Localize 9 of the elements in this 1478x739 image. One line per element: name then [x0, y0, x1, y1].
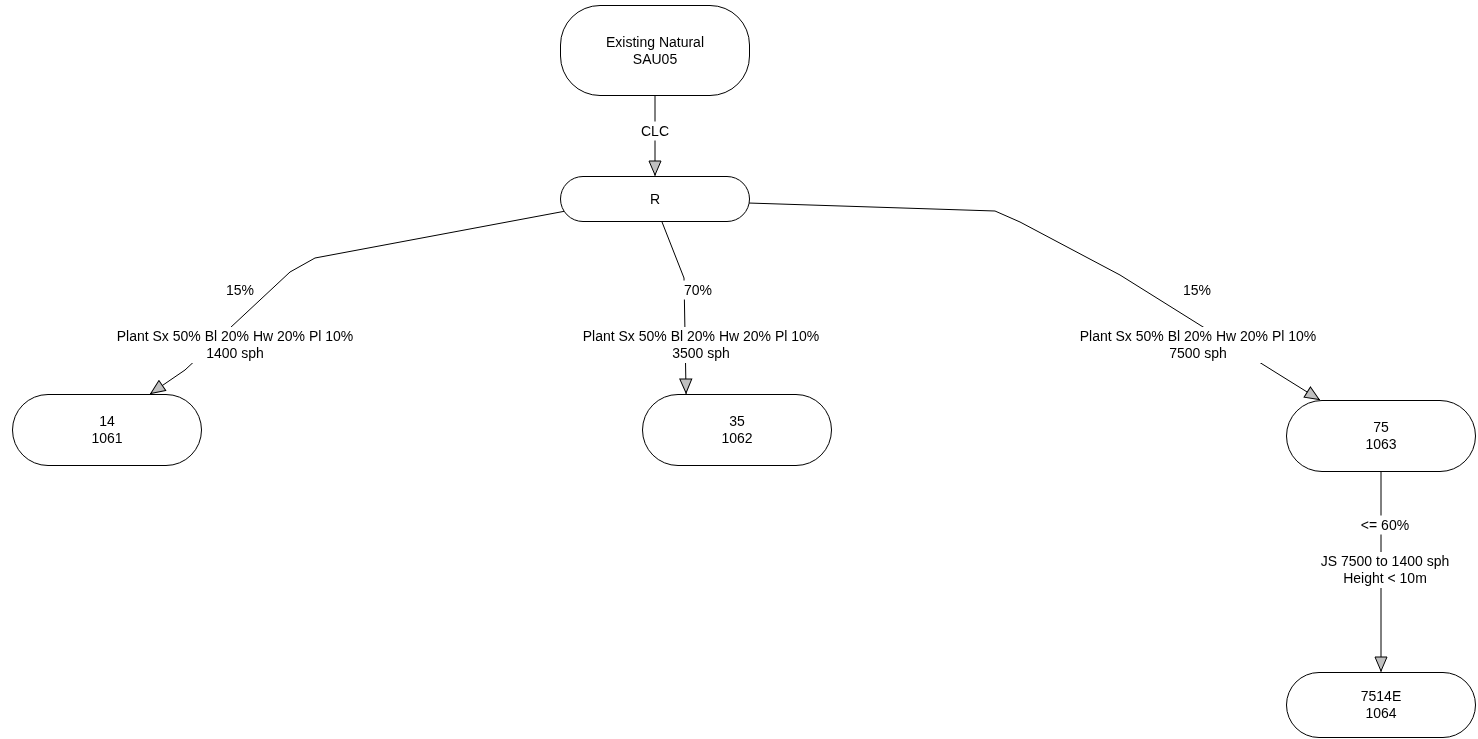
node-text: Existing Natural SAU05 — [605, 33, 705, 68]
node-text: R — [649, 190, 661, 208]
rounded-node — [560, 176, 750, 222]
node-text: 35 1062 — [720, 413, 754, 447]
node-text: 14 1061 — [90, 413, 124, 447]
node-text: 75 1063 — [1364, 419, 1398, 453]
edge-label: 70% — [681, 280, 715, 300]
edge-label: CLC — [638, 121, 672, 141]
node-text: 7514E 1064 — [1359, 688, 1403, 722]
